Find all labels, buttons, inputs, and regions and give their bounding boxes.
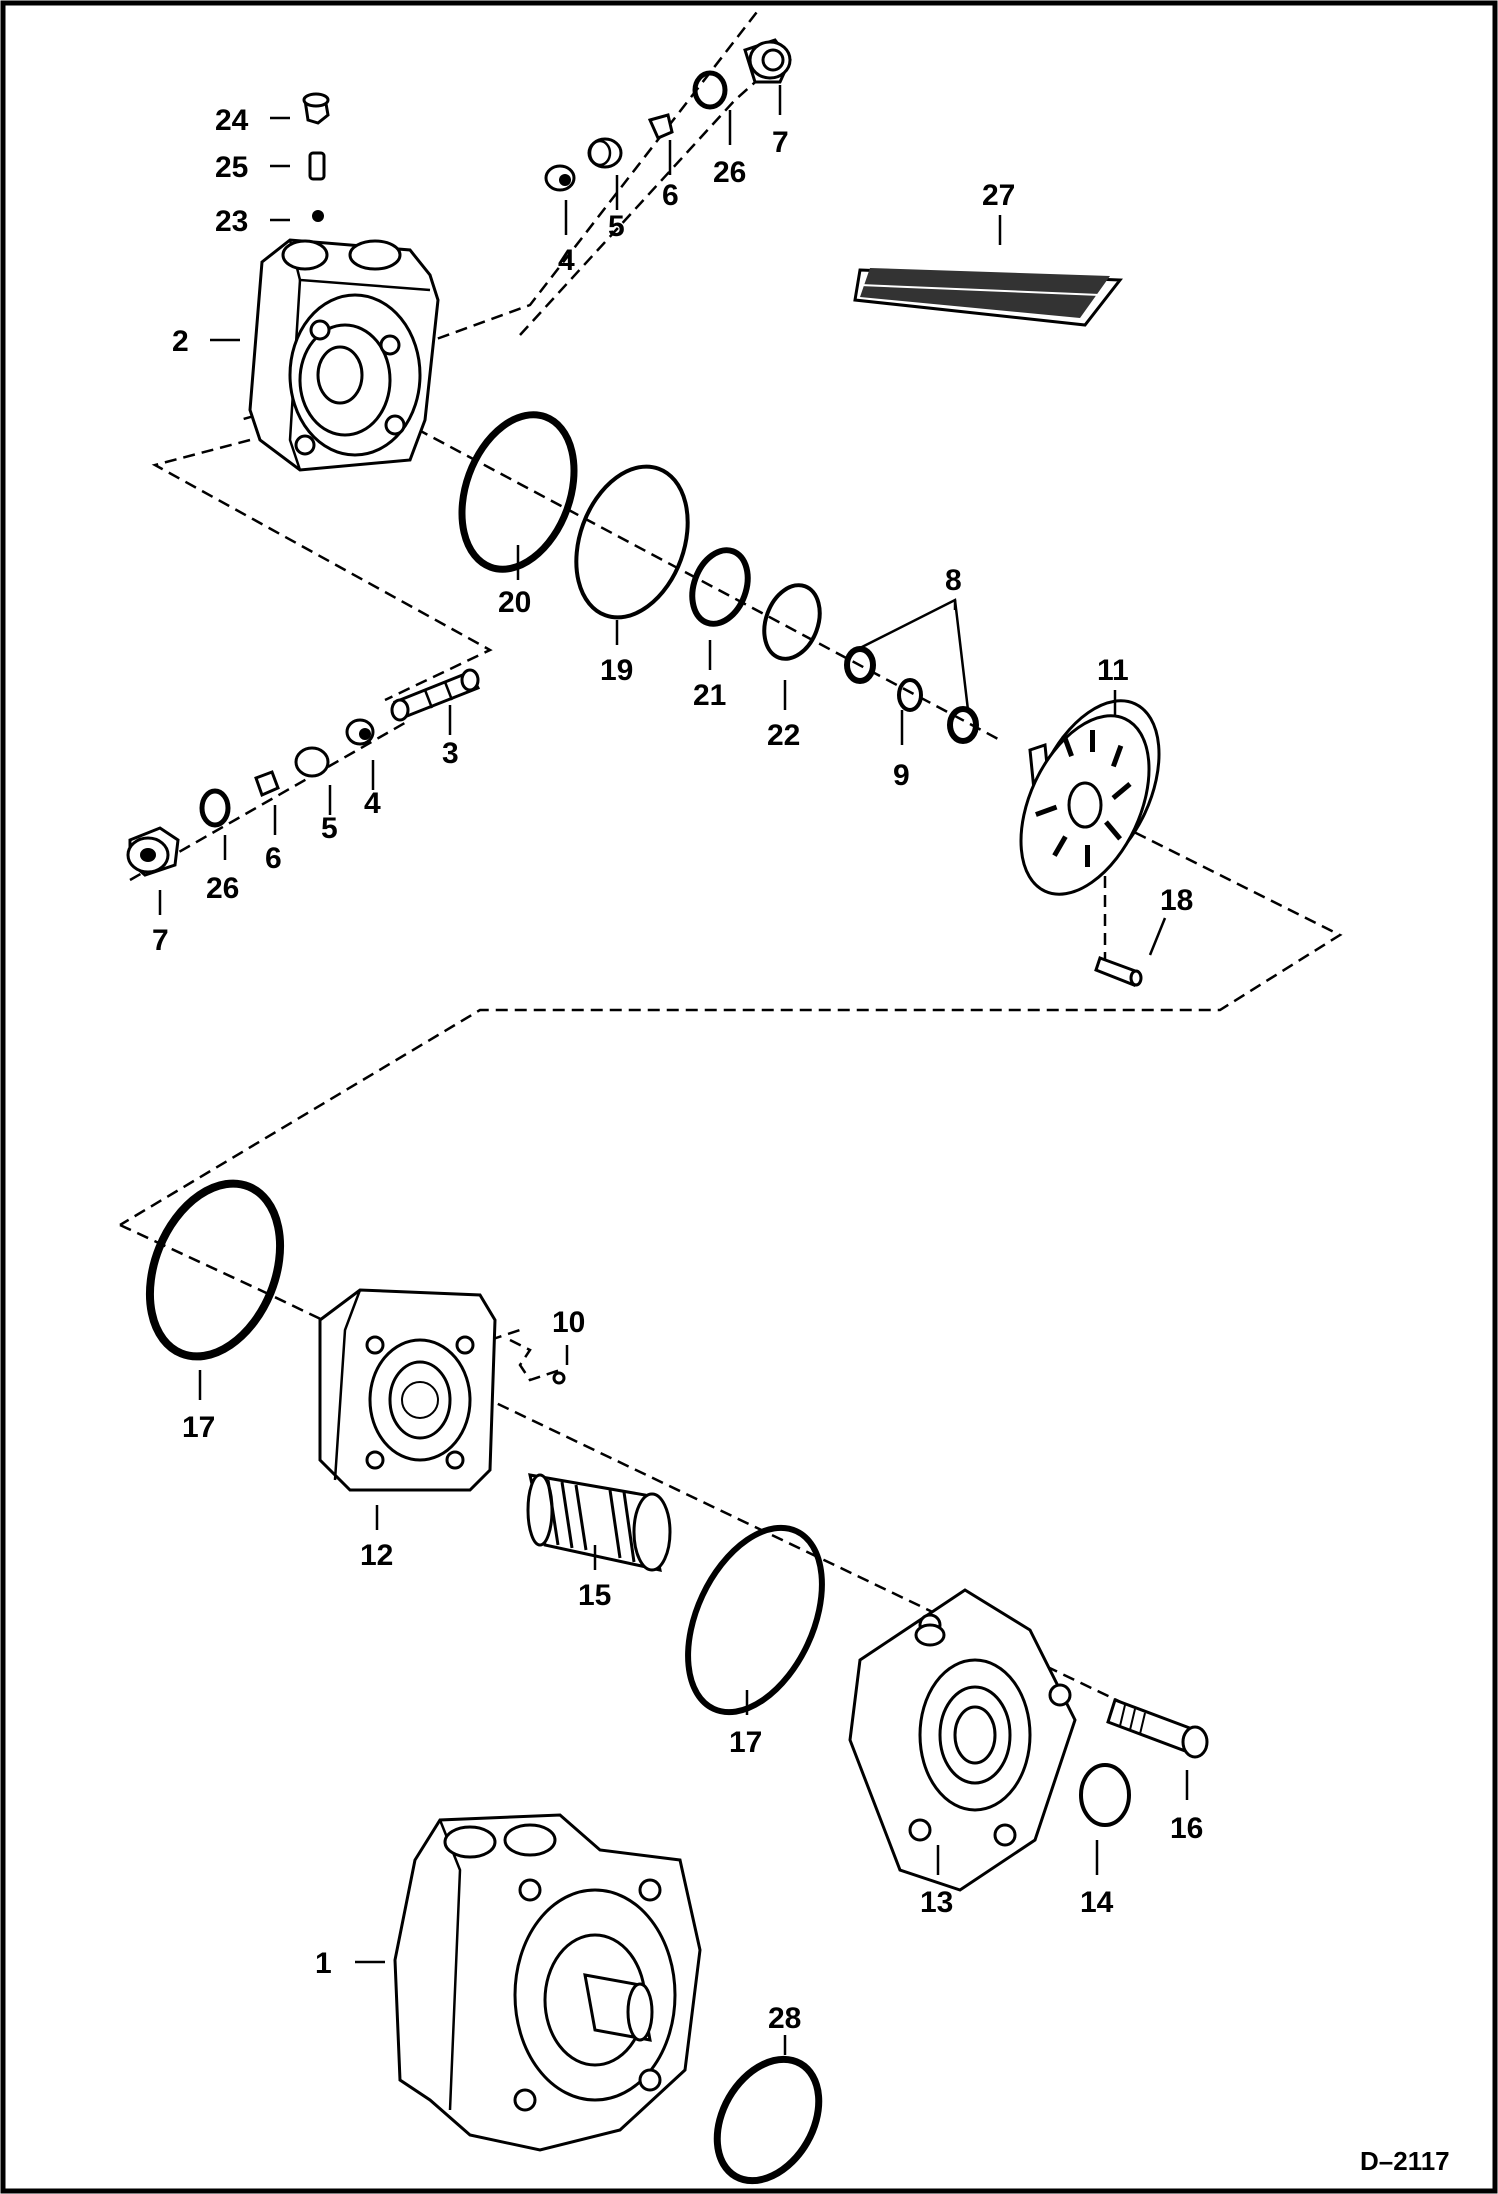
callout-7a: 7 [772, 126, 789, 159]
part-19-oring [574, 464, 690, 620]
part-12-gerotor [318, 1288, 497, 1492]
callout-13: 13 [920, 1886, 953, 1919]
part-1-motor-assembly [393, 1813, 702, 2152]
part-11-valve-plate [1019, 699, 1161, 896]
part-17b-oring [685, 1524, 825, 1716]
part-4a-seat [544, 164, 576, 192]
part-23-ball [312, 210, 324, 222]
part-18-pin [1094, 956, 1143, 987]
callout-25: 25 [215, 151, 248, 184]
part-27-gasket-strip [853, 268, 1123, 327]
callout-23: 23 [215, 205, 248, 238]
callout-21: 21 [693, 679, 726, 712]
part-26a-oring [692, 70, 728, 110]
part-26b-oring [199, 788, 231, 828]
part-8-ring-b [947, 706, 979, 744]
callout-14: 14 [1080, 1886, 1114, 1919]
part-15-drive-shaft [526, 1473, 672, 1572]
callout-12: 12 [360, 1539, 393, 1572]
part-4b-seat [345, 718, 375, 746]
callout-2: 2 [172, 325, 189, 358]
leader-lines [158, 85, 1189, 2055]
part-28-oring [713, 2055, 823, 2185]
part-8-ring-a [844, 646, 876, 684]
callout-6a: 6 [662, 179, 679, 212]
part-7b-plug [126, 826, 180, 877]
callout-8: 8 [945, 564, 962, 597]
part-25-spring [308, 151, 326, 181]
drawing-code: D–2117 [1360, 2146, 1450, 2176]
callout-22: 22 [767, 719, 800, 752]
part-5a-spring [587, 137, 623, 169]
part-22-oring [762, 583, 822, 661]
callout-3: 3 [442, 737, 459, 770]
callout-27: 27 [982, 179, 1015, 212]
part-2-valve-housing [248, 238, 440, 472]
part-9-oring [897, 678, 923, 712]
callout-19: 19 [600, 654, 633, 687]
callout-18: 18 [1160, 884, 1193, 917]
part-16-bolt [1106, 1698, 1209, 1759]
callout-17a: 17 [182, 1411, 215, 1444]
callout-28: 28 [768, 2002, 801, 2035]
part-20-oring [458, 411, 578, 573]
callout-26b: 26 [206, 872, 239, 905]
callout-15: 15 [578, 1579, 611, 1612]
callout-6b: 6 [265, 842, 282, 875]
part-21-oring [689, 547, 751, 627]
part-6a-poppet [647, 113, 674, 140]
callout-26a: 26 [713, 156, 746, 189]
callout-16: 16 [1170, 1812, 1203, 1845]
callout-24: 24 [215, 104, 249, 137]
callout-11: 11 [1097, 654, 1129, 687]
callout-20: 20 [498, 586, 531, 619]
callout-5b: 5 [321, 812, 338, 845]
callout-4b: 4 [364, 787, 381, 820]
part-10-ball [552, 1371, 566, 1385]
callout-9: 9 [893, 759, 910, 792]
callout-labels: 24 25 23 2 4 5 6 26 7 27 20 19 21 22 8 9… [152, 104, 1450, 2176]
part-24-plug [302, 92, 330, 125]
callout-7b: 7 [152, 924, 169, 957]
part-13-end-cover [848, 1588, 1077, 1892]
callout-1: 1 [315, 1947, 332, 1980]
part-14-oring [1079, 1763, 1131, 1827]
callout-5a: 5 [608, 210, 625, 243]
part-5b-spring [294, 746, 330, 778]
callout-17b: 17 [729, 1726, 762, 1759]
part-3-spool [390, 668, 481, 722]
callout-4a: 4 [558, 244, 575, 277]
callout-10: 10 [552, 1306, 585, 1339]
part-7a-plug [743, 38, 792, 84]
part-6b-poppet [254, 770, 280, 798]
part-17a-oring [145, 1179, 285, 1361]
